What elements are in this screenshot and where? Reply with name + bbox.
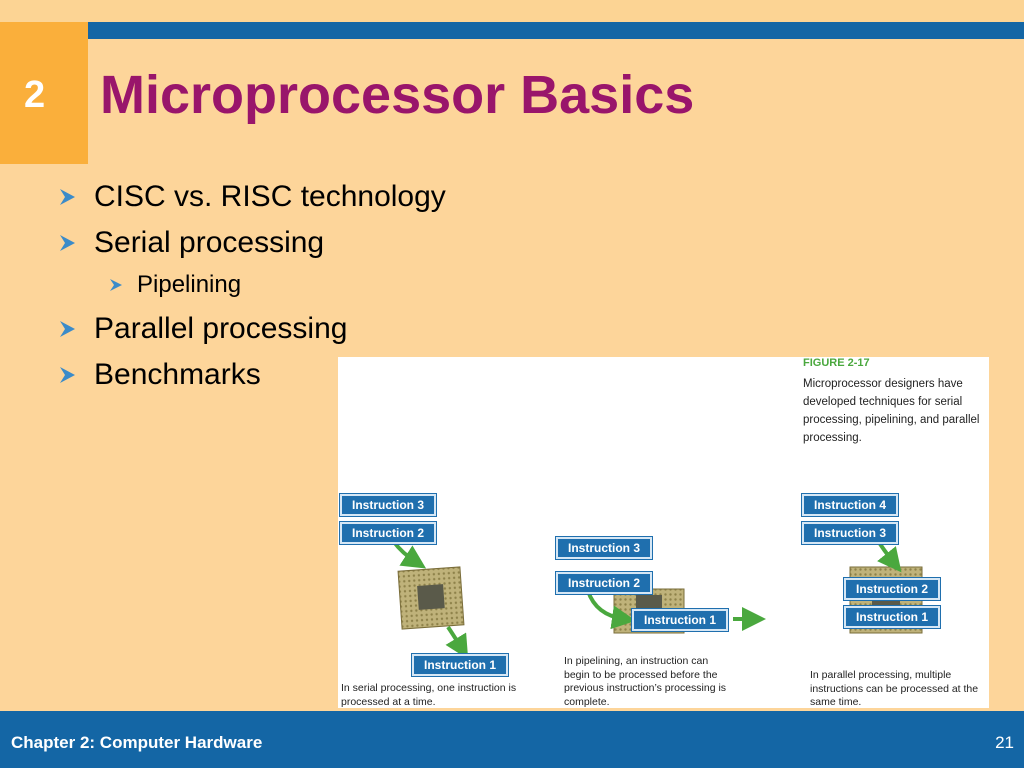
serial-instruction-1-chip: Instruction 1 xyxy=(412,654,509,676)
figure-label: FIGURE 2-17 xyxy=(803,357,870,369)
parallel-instruction-3-chip: Instruction 3 xyxy=(802,522,899,544)
bullet-arrow-icon xyxy=(57,356,79,394)
page-number: 21 xyxy=(995,733,1014,752)
top-band xyxy=(0,0,1024,22)
parallel-instruction-4-chip: Instruction 4 xyxy=(802,494,899,516)
serial-instruction-2-chip: Instruction 2 xyxy=(340,522,437,544)
pipelining-instruction-3-chip: Instruction 3 xyxy=(556,537,653,559)
arrow-icon xyxy=(445,625,469,660)
figure-caption: Microprocessor designers have developed … xyxy=(803,378,980,444)
bullet-item: CISC vs. RISC technology xyxy=(57,178,446,216)
bullet-item: Parallel processing xyxy=(57,310,446,348)
pipelining-description: In pipelining, an instruction can begin … xyxy=(564,655,727,708)
chapter-number: 2 xyxy=(24,74,46,116)
bullet-item: Benchmarks xyxy=(57,356,446,394)
bullet-arrow-icon xyxy=(57,224,79,262)
bullet-arrow-icon xyxy=(107,270,125,300)
bullet-text: CISC vs. RISC technology xyxy=(94,180,446,213)
parallel-description: In parallel processing, multiple instruc… xyxy=(810,669,979,708)
footer-chapter-title: Chapter 2: Computer Hardware xyxy=(11,733,263,752)
bullet-text: Serial processing xyxy=(94,226,325,259)
bullet-item: Serial processing xyxy=(57,224,446,262)
bullet-arrow-icon xyxy=(57,310,79,348)
top-accent-bar xyxy=(88,22,1024,39)
bullet-arrow-icon xyxy=(57,178,79,216)
bullet-text: Benchmarks xyxy=(94,358,261,391)
bullet-text: Parallel processing xyxy=(94,312,348,345)
arrow-icon xyxy=(876,539,902,573)
parallel-instruction-2-chip: Instruction 2 xyxy=(844,578,941,600)
bullet-text: Pipelining xyxy=(137,271,242,298)
sub-bullet-item: Pipelining xyxy=(57,270,446,300)
serial-cpu-icon xyxy=(397,566,465,630)
serial-description: In serial processing, one instruction is… xyxy=(341,682,517,708)
bullet-list: CISC vs. RISC technology Serial processi… xyxy=(57,178,446,402)
parallel-instruction-1-chip: Instruction 1 xyxy=(844,606,941,628)
chapter-box: 2 xyxy=(0,22,88,164)
slide-title: Microprocessor Basics xyxy=(100,65,695,125)
serial-instruction-3-chip: Instruction 3 xyxy=(340,494,437,516)
arrow-icon xyxy=(586,590,636,630)
footer-bar: Chapter 2: Computer Hardware 21 xyxy=(0,711,1024,768)
figure-panel: FIGURE 2-17 Microprocessor designers hav… xyxy=(338,357,989,708)
pipelining-instruction-2-chip: Instruction 2 xyxy=(556,572,653,594)
pipelining-instruction-1-chip: Instruction 1 xyxy=(632,609,729,631)
arrow-icon xyxy=(392,540,427,569)
